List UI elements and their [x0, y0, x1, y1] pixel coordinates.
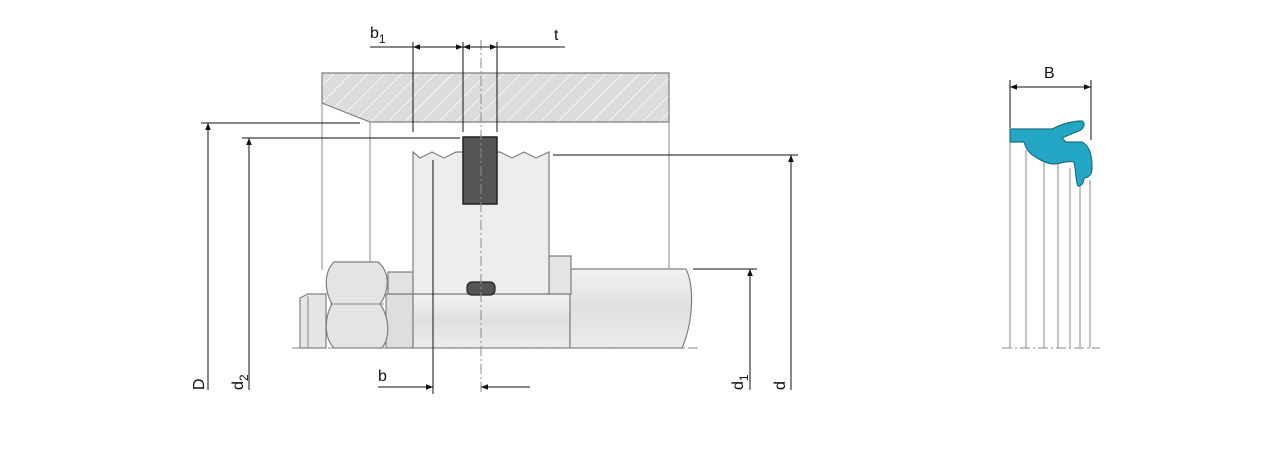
housing-group — [321, 72, 670, 270]
shaft-right — [569, 268, 693, 349]
label-b1: b1 — [370, 25, 386, 46]
label-B: B — [1044, 65, 1055, 82]
shaft-group — [299, 255, 693, 349]
shaft-collar — [387, 271, 414, 295]
shaft-shoulder — [548, 255, 572, 295]
dark-seal-ring — [462, 136, 498, 205]
label-d1: d1 — [730, 374, 751, 390]
label-d2: d2 — [230, 374, 251, 390]
seal-profile-shape — [1009, 120, 1093, 187]
shaft-body — [299, 293, 327, 349]
seal-profile-group — [1002, 80, 1100, 349]
hex-nut — [325, 261, 389, 349]
label-t: t — [554, 27, 559, 44]
label-D: D — [191, 378, 208, 390]
label-b: b — [378, 368, 387, 385]
shaft-main — [385, 293, 414, 349]
dimensions — [201, 42, 798, 394]
label-d: d — [772, 381, 789, 390]
shaft-large — [412, 293, 571, 349]
housing-section — [321, 72, 670, 123]
